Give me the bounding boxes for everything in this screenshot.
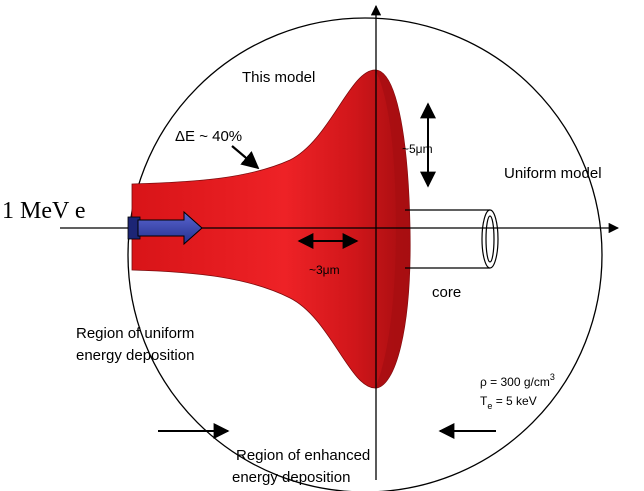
- target-sphere: [127, 17, 603, 491]
- this-model-label: This model: [242, 69, 315, 86]
- region-uniform-line2: energy deposition: [76, 347, 194, 364]
- region-uniform-line1: Region of uniform: [76, 325, 194, 342]
- electron-beam-arrow: [127, 210, 203, 246]
- enhanced-region-shade: [375, 70, 411, 388]
- electron-beam-label: 1 MeV e: [2, 198, 86, 224]
- region-enhanced-line1: Region of enhanced: [236, 447, 370, 464]
- uniform-model-label: Uniform model: [504, 165, 602, 182]
- five-um-label: ~5μm: [402, 142, 433, 156]
- density-label: ρ = 300 g/cm3: [480, 372, 555, 389]
- temperature-label: Te = 5 keV: [480, 394, 537, 411]
- region-enhanced-line2: energy deposition: [232, 469, 350, 486]
- three-um-label: ~3μm: [309, 263, 340, 277]
- core-label: core: [432, 284, 461, 301]
- delta-e-label: ΔE ~ 40%: [175, 128, 242, 145]
- uniform-model-cylinder: [405, 209, 499, 269]
- delta-e-callout-arrow: [231, 145, 260, 170]
